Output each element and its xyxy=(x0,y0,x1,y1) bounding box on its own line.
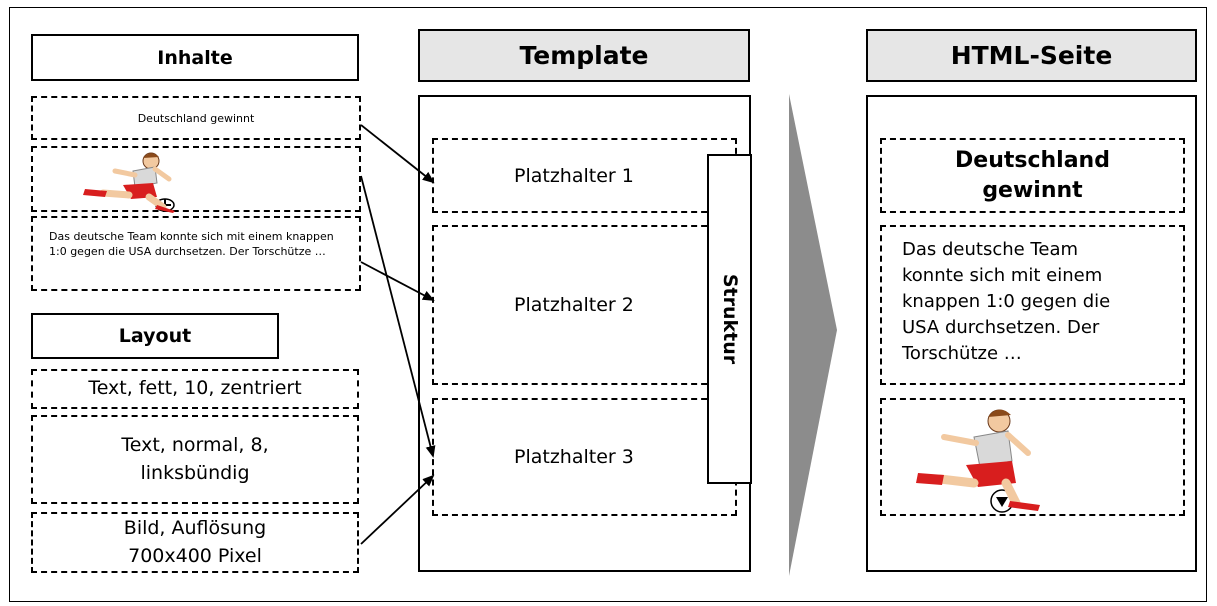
output-body-line4: USA durchsetzen. Der xyxy=(902,317,1100,339)
layout-body-style-line2: linksbündig xyxy=(140,461,250,484)
template-header: Template xyxy=(418,29,750,82)
layout-body-style: Text, normal, 8, linksbündig xyxy=(31,415,359,504)
layout-image-style-line1: Bild, Auflösung xyxy=(123,516,267,539)
output-title-box: Deutschland gewinnt xyxy=(880,138,1185,213)
output-title-line2: gewinnt xyxy=(982,177,1083,203)
layout-headline-style: Text, fett, 10, zentriert xyxy=(31,369,359,409)
output-title-line1: Deutschland xyxy=(955,147,1110,173)
layout-header: Layout xyxy=(31,313,279,359)
placeholder-3: Platzhalter 3 xyxy=(432,398,737,516)
html-seite-header: HTML-Seite xyxy=(866,29,1197,82)
output-body-line2: konnte sich mit einem xyxy=(902,265,1103,287)
inhalte-header: Inhalte xyxy=(31,34,359,81)
struktur-bar: Struktur xyxy=(707,154,752,484)
content-body-box: Das deutsche Team konnte sich mit einem … xyxy=(31,216,361,291)
placeholder-2: Platzhalter 2 xyxy=(432,225,737,385)
outer-frame xyxy=(9,7,1207,602)
content-headline-box: Deutschland gewinnt xyxy=(31,96,361,140)
output-image-box xyxy=(880,398,1185,516)
placeholder-1: Platzhalter 1 xyxy=(432,138,737,213)
layout-body-style-line1: Text, normal, 8, xyxy=(121,433,269,456)
content-image-box xyxy=(31,146,361,213)
output-body-line1: Das deutsche Team xyxy=(902,239,1079,260)
output-body-line5: Torschütze … xyxy=(902,343,1022,365)
layout-image-style: Bild, Auflösung 700x400 Pixel xyxy=(31,512,359,573)
output-body-box: Das deutsche Team konnte sich mit einem … xyxy=(880,225,1185,385)
soccer-player-icon xyxy=(83,152,175,213)
output-body-line3: knappen 1:0 gegen die xyxy=(902,291,1111,313)
layout-image-style-line2: 700x400 Pixel xyxy=(128,544,262,567)
struktur-label: Struktur xyxy=(718,273,741,365)
template-page xyxy=(418,95,751,572)
soccer-player-icon xyxy=(916,409,1040,513)
